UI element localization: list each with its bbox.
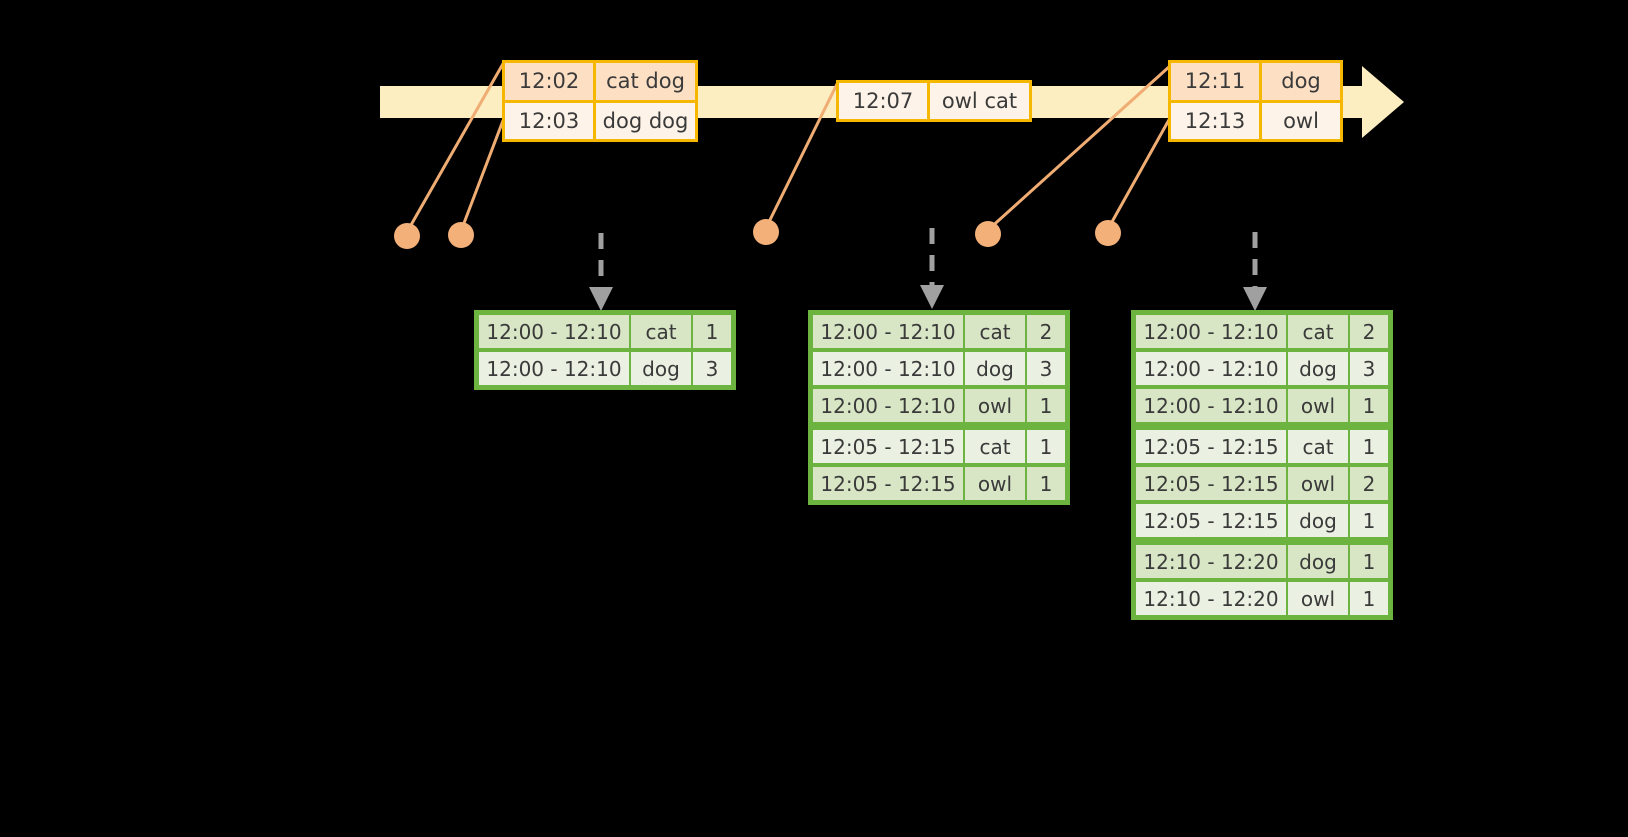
window-cell: 12:10 - 12:20 [1136, 582, 1286, 615]
window-cell: 12:00 - 12:10 [1136, 389, 1286, 422]
word-cell: owl [965, 467, 1025, 500]
count-cell: 1 [1350, 430, 1388, 463]
window-cell: 12:00 - 12:10 [1136, 352, 1286, 385]
count-cell: 1 [1350, 545, 1388, 578]
dot-12-13 [1095, 220, 1121, 246]
dot-12-07 [753, 219, 779, 245]
event-row: 12:11 dog [1171, 63, 1340, 100]
dot-12-03 [448, 222, 474, 248]
count-cell: 3 [1350, 352, 1388, 385]
count-cell: 1 [1027, 430, 1065, 463]
word-cell: owl [1288, 467, 1348, 500]
word-cell: cat [965, 430, 1025, 463]
count-cell: 1 [1027, 389, 1065, 422]
window-cell: 12:05 - 12:15 [1136, 504, 1286, 537]
word-cell: dog [631, 352, 691, 385]
window-cell: 12:00 - 12:10 [1136, 315, 1286, 348]
event-group-1[interactable]: 12:02 cat dog 12:03 dog dog [502, 60, 698, 142]
dot-12-11 [975, 221, 1001, 247]
event-time: 12:11 [1171, 63, 1262, 100]
event-row: 12:02 cat dog [505, 63, 695, 100]
event-time: 12:02 [505, 63, 596, 100]
word-cell: dog [1288, 545, 1348, 578]
count-cell: 1 [693, 315, 731, 348]
window-cell: 12:05 - 12:15 [813, 467, 963, 500]
event-group-3[interactable]: 12:11 dog 12:13 owl [1168, 60, 1343, 142]
count-cell: 3 [693, 352, 731, 385]
count-cell: 2 [1350, 315, 1388, 348]
word-cell: owl [965, 389, 1025, 422]
table-arrows [598, 228, 1258, 287]
event-row: 12:03 dog dog [505, 99, 695, 139]
event-words: dog [1262, 63, 1340, 100]
event-time: 12:13 [1171, 102, 1262, 139]
count-cell: 1 [1350, 389, 1388, 422]
event-row: 12:13 owl [1171, 99, 1340, 139]
window-cell: 12:05 - 12:15 [813, 430, 963, 463]
window-cell: 12:00 - 12:10 [479, 315, 629, 348]
event-words: cat dog [596, 63, 695, 100]
event-group-2[interactable]: 12:07 owl cat [836, 80, 1032, 122]
event-words: owl [1262, 102, 1340, 139]
dot-12-02 [394, 223, 420, 249]
word-cell: cat [1288, 430, 1348, 463]
count-cell: 1 [1350, 582, 1388, 615]
window-cell: 12:10 - 12:20 [1136, 545, 1286, 578]
word-cell: owl [1288, 389, 1348, 422]
event-time: 12:03 [505, 102, 596, 139]
window-cell: 12:00 - 12:10 [813, 315, 963, 348]
count-cell: 3 [1027, 352, 1065, 385]
count-cell: 1 [1027, 467, 1065, 500]
word-cell: cat [965, 315, 1025, 348]
count-cell: 2 [1027, 315, 1065, 348]
count-cell: 2 [1350, 467, 1388, 500]
count-cell: 1 [1350, 504, 1388, 537]
window-cell: 12:05 - 12:15 [1136, 467, 1286, 500]
connector-dots [394, 219, 1121, 249]
word-cell: cat [631, 315, 691, 348]
event-row: 12:07 owl cat [839, 83, 1029, 119]
table-arrow-heads [589, 285, 1267, 311]
window-cell: 12:00 - 12:10 [479, 352, 629, 385]
word-cell: dog [965, 352, 1025, 385]
event-words: dog dog [596, 102, 695, 139]
event-words: owl cat [930, 83, 1029, 119]
word-cell: dog [1288, 352, 1348, 385]
window-cell: 12:00 - 12:10 [813, 389, 963, 422]
window-cell: 12:05 - 12:15 [1136, 430, 1286, 463]
word-cell: owl [1288, 582, 1348, 615]
window-cell: 12:00 - 12:10 [813, 352, 963, 385]
event-time: 12:07 [839, 83, 930, 119]
word-cell: dog [1288, 504, 1348, 537]
word-cell: cat [1288, 315, 1348, 348]
